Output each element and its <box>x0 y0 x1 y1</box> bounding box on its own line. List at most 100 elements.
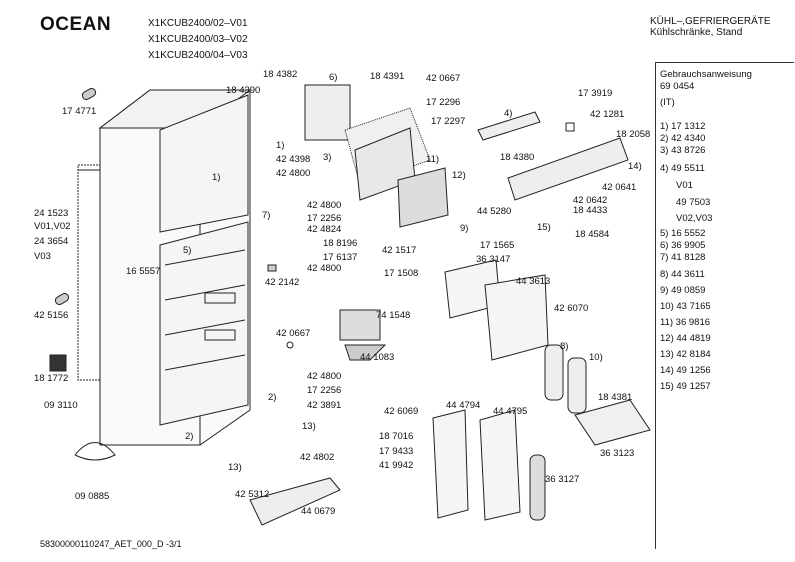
legend-row: 4) 49 5511 <box>660 163 705 174</box>
part-label: 42 0667 <box>276 328 311 339</box>
part-label: V01,V02 <box>34 221 71 232</box>
part-label: 17 2296 <box>426 97 461 108</box>
part-label: 41 9942 <box>379 460 414 471</box>
part-label: 18 4380 <box>500 152 535 163</box>
part-label: 14) <box>628 161 642 172</box>
part-label: 13) <box>228 462 242 473</box>
part-label: 42 4800 <box>307 263 342 274</box>
part-label: 44 1083 <box>360 352 395 363</box>
legend-heading-number: 69 0454 <box>660 81 695 92</box>
part-label: 24 1523 <box>34 208 69 219</box>
part-label: 13) <box>302 421 316 432</box>
part-label: 10) <box>589 352 603 363</box>
part-label: 36 3127 <box>545 474 580 485</box>
part-label: 6) <box>329 72 338 83</box>
legend-row: 1) 17 1312 <box>660 121 706 132</box>
part-label: 18 2058 <box>616 129 651 140</box>
legend-row: 8) 44 3611 <box>660 269 705 280</box>
part-label: 42 4800 <box>276 168 311 179</box>
part-label: 17 2256 <box>307 213 342 224</box>
part-label: V03 <box>34 251 51 262</box>
part-label: 3) <box>323 152 332 163</box>
part-label: 17 2297 <box>431 116 466 127</box>
legend-row: 49 7503 <box>676 197 711 208</box>
part-label: 42 0642 <box>573 195 608 206</box>
part-label: 17 1565 <box>480 240 515 251</box>
part-label: 42 1281 <box>590 109 625 120</box>
part-label: 17 4771 <box>62 106 97 117</box>
part-label: 42 4800 <box>307 371 342 382</box>
part-label: 11) <box>426 154 440 165</box>
part-label: 18 8196 <box>323 238 358 249</box>
part-label: 17 1508 <box>384 268 419 279</box>
legend-row: 11) 36 9816 <box>660 317 711 328</box>
part-label: 42 0667 <box>426 73 461 84</box>
part-label: 18 1772 <box>34 373 69 384</box>
legend-row: V02,V03 <box>676 213 713 224</box>
part-label: 18 7016 <box>379 431 414 442</box>
part-label: 44 5280 <box>477 206 512 217</box>
part-label: 5) <box>183 245 192 256</box>
legend-row: 2) 42 4340 <box>660 133 706 144</box>
legend-row: 9) 49 0859 <box>660 285 706 296</box>
part-label: 44 0679 <box>301 506 336 517</box>
part-label: 42 5156 <box>34 310 69 321</box>
part-label: 42 4802 <box>300 452 335 463</box>
category-title-line2: Kühlschränke, Stand <box>650 27 743 38</box>
door-bins-drawing <box>249 409 546 526</box>
part-label: 1) <box>276 140 285 151</box>
legend-row: 6) 36 9905 <box>660 240 706 251</box>
legend-row: 7) 41 8128 <box>660 252 706 263</box>
part-label: 17 2256 <box>307 385 342 396</box>
parts-legend: Gebrauchsanweisung 69 0454 (IT) 1) 17 13… <box>655 62 794 549</box>
part-label: 09 0885 <box>75 491 110 502</box>
legend-row: 5) 16 5552 <box>660 228 706 239</box>
legend-heading-lang: (IT) <box>660 97 675 108</box>
part-label: 42 1517 <box>382 245 417 256</box>
part-label: 18 4584 <box>575 229 610 240</box>
model-number-3: X1KCUB2400/04–V03 <box>148 50 248 61</box>
control-panel-drawing <box>477 111 629 201</box>
part-label: 42 0641 <box>602 182 637 193</box>
part-label: 74 1548 <box>376 310 411 321</box>
brand-logo: OCEAN <box>40 14 112 35</box>
evaporator-drawing <box>304 84 449 228</box>
legend-row: 3) 43 8726 <box>660 145 706 156</box>
part-label: 42 3891 <box>307 400 342 411</box>
part-label: 44 4795 <box>493 406 528 417</box>
part-label: 18 4391 <box>370 71 405 82</box>
legend-row: 14) 49 1256 <box>660 365 711 376</box>
side-parts-drawing <box>544 344 651 446</box>
part-label: 42 4824 <box>307 224 342 235</box>
part-label: 18 4433 <box>573 205 608 216</box>
cabinet-drawing <box>77 89 252 446</box>
part-label: 7) <box>262 210 271 221</box>
part-label: 12) <box>452 170 466 181</box>
part-label: 42 2142 <box>265 277 300 288</box>
part-label: 2) <box>185 431 194 442</box>
part-label: 44 4794 <box>446 400 481 411</box>
category-title: KÜHL–,GEFRIERGERÄTE Kühlschränke, Stand <box>650 16 771 38</box>
legend-row: 13) 42 8184 <box>660 349 711 360</box>
legend-row: 15) 49 1257 <box>660 381 711 392</box>
small-parts-drawing <box>49 88 294 461</box>
part-label: 8) <box>560 341 569 352</box>
part-label: 42 4398 <box>276 154 311 165</box>
part-label: 2) <box>268 392 277 403</box>
part-label: 18 4381 <box>598 392 633 403</box>
category-title-line1: KÜHL–,GEFRIERGERÄTE <box>650 16 771 27</box>
document-code: 58300000110247_AET_000_D -3/1 <box>40 539 182 549</box>
part-label: 17 6137 <box>323 252 358 263</box>
model-number-1: X1KCUB2400/02–V01 <box>148 18 248 29</box>
part-label: 24 3654 <box>34 236 69 247</box>
legend-row: V01 <box>676 180 693 191</box>
part-label: 17 9433 <box>379 446 414 457</box>
part-label: 42 6070 <box>554 303 589 314</box>
part-label: 18 4390 <box>226 85 261 96</box>
part-label: 17 3919 <box>578 88 613 99</box>
part-label: 42 6069 <box>384 406 419 417</box>
part-label: 15) <box>537 222 551 233</box>
model-number-2: X1KCUB2400/03–V02 <box>148 34 248 45</box>
part-label: 18 4382 <box>263 69 298 80</box>
legend-row: 10) 43 7165 <box>660 301 711 312</box>
